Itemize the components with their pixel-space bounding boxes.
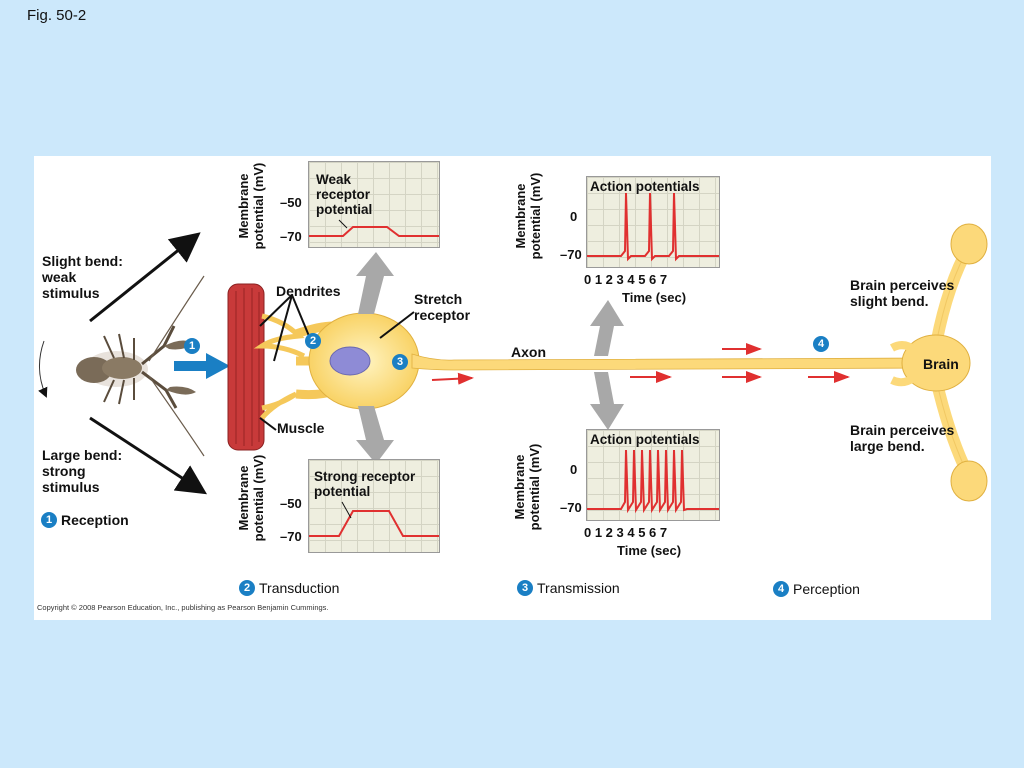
gray-arrow-up-1 <box>356 252 394 314</box>
gray-arrow-down-2 <box>590 372 624 430</box>
ap-large-ytick-70: –70 <box>560 500 582 515</box>
muscle-illustration <box>227 283 265 451</box>
figure-label: Fig. 50-2 <box>27 7 87 24</box>
badge-3: 3 <box>392 354 408 370</box>
strong-receptor-graph: Strong receptor potential <box>308 459 440 553</box>
crayfish-illustration <box>38 275 205 457</box>
ap-slight-graph: Action potentials <box>586 176 720 268</box>
weak-receptor-graph: Weak receptor potential <box>308 161 440 248</box>
badge-2: 2 <box>305 333 321 349</box>
brain-illustration <box>889 223 988 502</box>
gray-arrow-up-2 <box>590 300 624 356</box>
ap-large-xticks: 0 1 2 3 4 5 6 7 <box>584 525 668 540</box>
weak-graph-ylabel: Membrane potential (mV) <box>236 162 266 250</box>
weak-ytick-70: –70 <box>280 229 302 244</box>
large-bend-label: Large bend: strong stimulus <box>42 447 123 495</box>
ap-slight-ytick-70: –70 <box>560 247 582 262</box>
brain-label: Brain <box>923 356 959 372</box>
strong-graph-ylabel: Membrane potential (mV) <box>236 454 266 542</box>
ap-slight-ylabel: Membrane potential (mV) <box>513 172 543 260</box>
ap-large-ylabel: Membrane potential (mV) <box>512 443 542 531</box>
ap-slight-title: Action potentials <box>590 179 700 194</box>
brain-large-label: Brain perceives large bend. <box>850 422 955 454</box>
brain-slight-label: Brain perceives slight bend. <box>850 277 955 309</box>
ap-slight-ytick-0: 0 <box>570 209 578 224</box>
muscle-label: Muscle <box>277 420 325 436</box>
slight-bend-label: Slight bend: weak stimulus <box>42 253 123 301</box>
large-bend-arrow <box>89 416 208 495</box>
axon-label: Axon <box>511 344 546 360</box>
slight-bend-arrow <box>89 232 201 323</box>
reception-arrow <box>174 353 230 379</box>
diagram-drawing <box>38 223 988 502</box>
ap-slight-xlabel: Time (sec) <box>622 290 687 305</box>
copyright-notice: Copyright © 2008 Pearson Education, Inc.… <box>37 603 329 612</box>
weak-graph-title: Weak receptor potential <box>316 172 373 217</box>
dendrites-label: Dendrites <box>276 283 341 299</box>
ap-slight-xticks: 0 1 2 3 4 5 6 7 <box>584 272 668 287</box>
ap-large-xlabel: Time (sec) <box>617 543 682 558</box>
ap-large-title: Action potentials <box>590 432 700 447</box>
gray-arrow-down-1 <box>356 406 394 464</box>
strong-ytick-50: –50 <box>280 496 302 511</box>
badge-4: 4 <box>813 336 829 352</box>
diagram-panel: Slight bend: weak stimulus Large bend: s… <box>34 156 991 620</box>
strong-graph-title: Strong receptor potential <box>314 469 416 499</box>
stretch-receptor-label: Stretch receptor <box>414 291 471 323</box>
badge-1: 1 <box>184 338 200 354</box>
weak-ytick-50: –50 <box>280 195 302 210</box>
ap-large-ytick-0: 0 <box>570 462 578 477</box>
stretch-receptor-neuron <box>253 312 935 420</box>
strong-ytick-70: –70 <box>280 529 302 544</box>
ap-large-graph: Action potentials <box>586 429 720 521</box>
